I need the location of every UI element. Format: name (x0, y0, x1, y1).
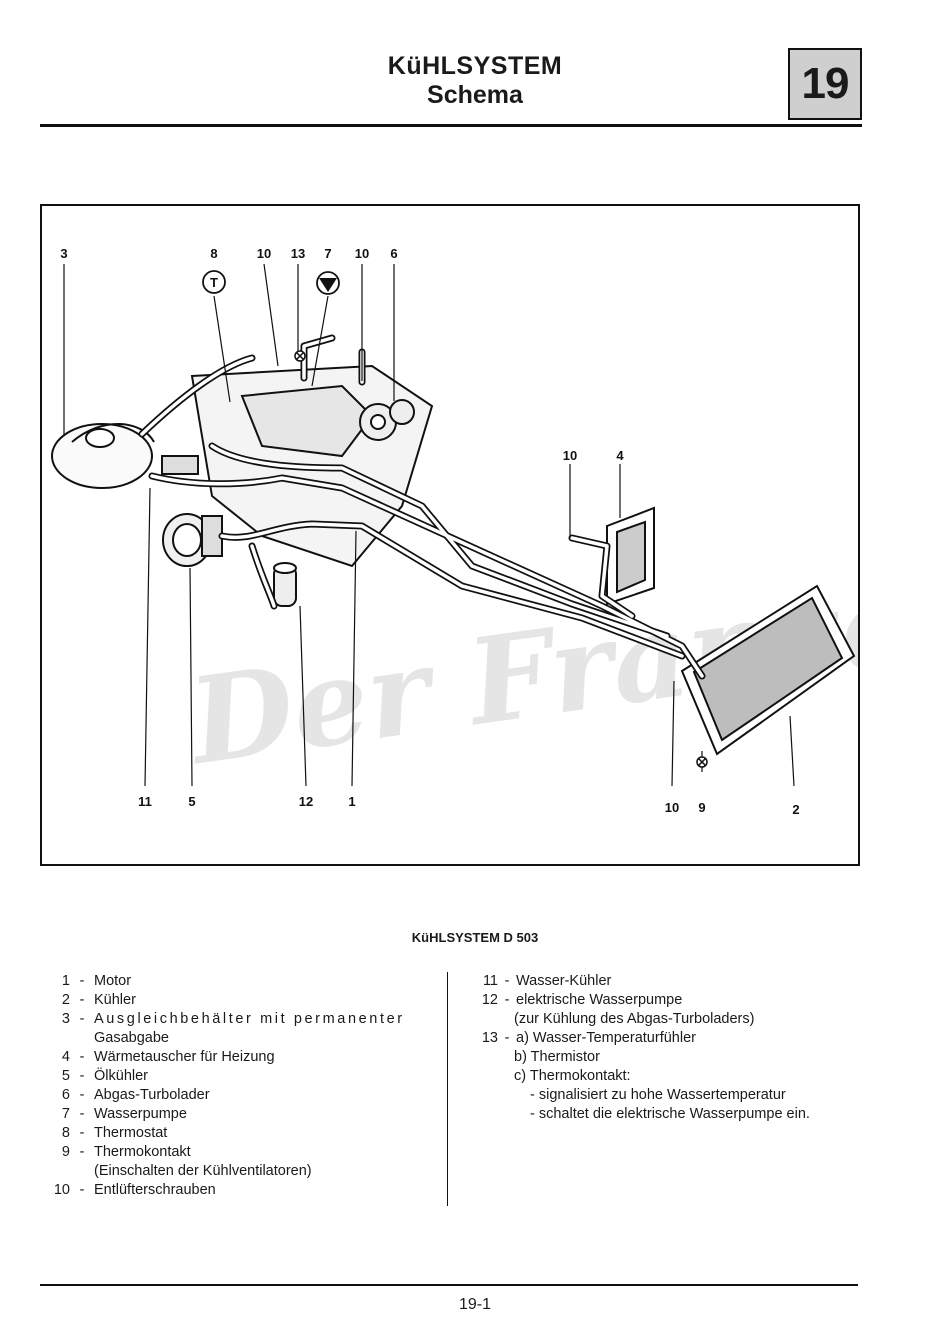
legend-right-column: 11-Wasser-Kühler 12-elektrische Wasserpu… (470, 972, 890, 1124)
header-rule (40, 124, 862, 127)
callout-10-top-right: 10 (355, 246, 369, 261)
page-title: KüHLSYSTEM (387, 52, 563, 80)
legend-subitem: c) Thermokontakt: (514, 1068, 631, 1084)
callout-1: 1 (348, 794, 355, 809)
legend-item: 6-Abgas-Turbolader (61, 1087, 210, 1103)
expansion-tank-drawing (51, 423, 155, 489)
legend-item: 11-Wasser-Kühler (482, 973, 612, 989)
page-number: 19-1 (458, 1296, 492, 1313)
diagram-svg: Der Franzose (51, 246, 858, 817)
legend-subitem-detail: - signalisiert zu hohe Wassertemperatur (530, 1087, 786, 1103)
legend-item-continuation: Gasabgabe (94, 1030, 169, 1046)
legend-item: 8-Thermostat (61, 1125, 168, 1141)
callout-leader-lines (63, 263, 795, 787)
thermostat-symbol: T (202, 270, 226, 294)
legend-item: 4-Wärmetauscher für Heizung (61, 1049, 275, 1065)
legend-item: 9-Thermokontakt (61, 1144, 191, 1160)
callout-10-radiator: 10 (665, 800, 679, 815)
coolant-hoses-inner (140, 336, 704, 678)
callout-2: 2 (792, 802, 799, 817)
turbocharger-drawing (359, 399, 415, 441)
callout-4: 4 (616, 448, 624, 463)
legend-item-continuation: (Einschalten der Kühlventilatoren) (94, 1163, 312, 1179)
legend-item: 12-elektrische Wasserpumpe (481, 992, 683, 1008)
radiator-drawing (680, 584, 856, 756)
legend-item-continuation: (zur Kühlung des Abgas-Turboladers) (514, 1011, 755, 1027)
callout-10-top-left: 10 (257, 246, 271, 261)
water-pump-symbol (316, 271, 340, 295)
figure-caption: KüHLSYSTEM D 503 (411, 930, 539, 945)
callout-7: 7 (324, 246, 331, 261)
cooling-system-diagram: Der Franzose (40, 204, 860, 866)
legend-subitem: b) Thermistor (514, 1049, 600, 1065)
electric-pump-drawing (273, 562, 297, 607)
callout-6: 6 (390, 246, 397, 261)
page-header: KüHLSYSTEM Schema (0, 52, 950, 110)
legend-item: 10-Entlüfterschrauben (53, 1182, 216, 1198)
legend-item: 1-Motor (61, 973, 132, 989)
callout-8: 8 (210, 246, 217, 261)
heater-core-drawing (606, 506, 655, 606)
thermostat-symbol-label: T (210, 275, 218, 290)
oil-cooler-drawing (162, 513, 223, 567)
callout-9: 9 (698, 800, 705, 815)
callout-5: 5 (188, 794, 195, 809)
footer-rule (40, 1284, 858, 1286)
callout-11: 11 (138, 794, 152, 809)
callout-3: 3 (60, 246, 67, 261)
legend-left-column: 1-Motor 2-Kühler 3-Ausgleichbehälter mit… (40, 972, 440, 1200)
legend-subitem-detail: - schaltet die elektrische Wasserpumpe e… (530, 1106, 810, 1122)
chapter-number-badge: 19 (788, 48, 862, 120)
callout-12: 12 (299, 794, 313, 809)
page-subtitle: Schema (427, 81, 523, 109)
legend-item: 3-Ausgleichbehälter mit permanenter (61, 1011, 405, 1027)
callout-13: 13 (291, 246, 305, 261)
legend-divider (447, 972, 448, 1206)
legend-item: 2-Kühler (61, 992, 136, 1008)
legend-item: 7-Wasserpumpe (61, 1106, 187, 1122)
legend-item: 13-a) Wasser-Temperaturfühler (481, 1030, 696, 1046)
callout-10-heater: 10 (563, 448, 577, 463)
thermo-contact-symbol (294, 350, 708, 768)
legend-item: 5-Ölkühler (61, 1068, 148, 1084)
